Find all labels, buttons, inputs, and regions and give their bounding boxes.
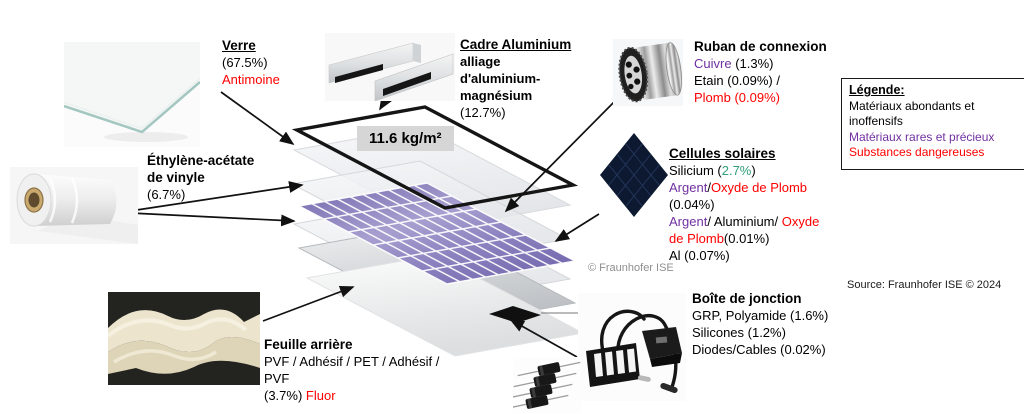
cadre-title: Cadre Aluminium (460, 37, 572, 52)
boite-line2: Silicones (1.2%) (692, 325, 786, 340)
cellules-line-al: Al (0.07%) (669, 248, 730, 263)
legend-box: Légende: Matériaux abondants et inoffens… (841, 78, 1024, 170)
label-eva: Éthylène-acétate de vinyle (6.7%) (147, 152, 273, 203)
label-cadre: Cadre Aluminium alliage d'aluminium-magn… (460, 36, 572, 121)
verre-title: Verre (222, 38, 256, 53)
arrow-cell-photo-to-cells (554, 213, 600, 242)
junction-box-photo (578, 293, 686, 401)
boite-title: Boîte de jonction (692, 291, 802, 306)
cellules-line-pct1: (0.04%) (669, 197, 715, 212)
label-verre: Verre (67.5%) Antimoine (222, 37, 280, 88)
arrow-eva-to-layer1 (129, 181, 304, 212)
cadre-alloy: alliage d'aluminium-magnésium (460, 54, 541, 103)
eva-title: Éthylène-acétate de vinyle (147, 153, 255, 185)
arrow-feuille-to-backsheet (262, 285, 355, 322)
boite-line1: GRP, Polyamide (1.6%) (692, 308, 829, 323)
cellules-line-argent-alu: Argent/ Aluminium/ Oxyde (669, 214, 820, 229)
solar-cell-photo (600, 133, 668, 217)
legend-title: Légende: (849, 83, 905, 97)
glass-pane-photo (64, 42, 200, 147)
ruban-title: Ruban de connexion (694, 39, 827, 54)
label-feuille: Feuille arrière PVF / Adhésif / PET / Ad… (264, 336, 439, 404)
cellules-line-silicium: Silicium (2.7%) (669, 163, 756, 178)
cellules-line-argent-oxyde: Argent/Oxyde de Plomb (669, 180, 808, 195)
solar-cells-layer (298, 182, 576, 285)
arrow-eva-to-layer2 (129, 212, 296, 227)
verre-pct: (67.5%) (222, 55, 268, 70)
ruban-copper-pct: (1.3%) (735, 56, 774, 71)
verre-hazard: Antimoine (222, 72, 280, 87)
frame-outline (291, 105, 579, 210)
diodes-photo (513, 357, 581, 413)
junction-box-bar (489, 306, 541, 323)
ruban-copper: Cuivre (694, 56, 732, 71)
legend-item-dangerous: Substances dangereuses (849, 145, 985, 159)
label-boite: Boîte de jonction GRP, Polyamide (1.6%) … (692, 290, 828, 358)
label-ruban: Ruban de connexion Cuivre (1.3%) Etain (… (694, 38, 827, 106)
source-credit: Source: Fraunhofer ISE © 2024 (847, 279, 1002, 291)
aluminium-frame-photo (325, 33, 455, 101)
ruban-tin: Etain (0.09%) / (694, 73, 780, 88)
feuille-line1: PVF / Adhésif / PET / Adhésif / (264, 354, 440, 369)
legend-item-abundant: Matériaux abondants et inoffensifs (849, 98, 975, 129)
arrow-verre-to-glass (220, 91, 295, 145)
eva-pct: (6.7%) (147, 187, 186, 202)
fraunhofer-watermark: © Fraunhofer ISE (588, 262, 674, 274)
feuille-fluor: Fluor (305, 388, 336, 403)
cadre-pct: (12.7%) (460, 105, 506, 120)
arrow-ruban-to-cells (504, 97, 619, 213)
backsheet-photo (108, 292, 260, 385)
feuille-line3: (3.7%) Fluor (264, 388, 336, 403)
module-weight-label: 11.6 kg/m² (357, 126, 454, 151)
feuille-title: Feuille arrière (264, 337, 353, 352)
boite-line3: Diodes/Cables (0.02%) (692, 342, 826, 357)
wire-spool-photo (613, 39, 683, 106)
feuille-line2: PVF (264, 371, 290, 386)
legend-item-rare: Matériaux rares et précieux (849, 129, 995, 144)
eva-roll-photo (10, 167, 138, 244)
cellules-line-plomb-pct: de Plomb(0.01%) (669, 231, 770, 246)
ruban-lead: Plomb (0.09%) (694, 90, 780, 105)
arrow-boite-to-bar (509, 319, 578, 358)
cellules-title: Cellules solaires (669, 146, 776, 161)
label-cellules: Cellules solaires Silicium (2.7%) Argent… (669, 145, 819, 264)
